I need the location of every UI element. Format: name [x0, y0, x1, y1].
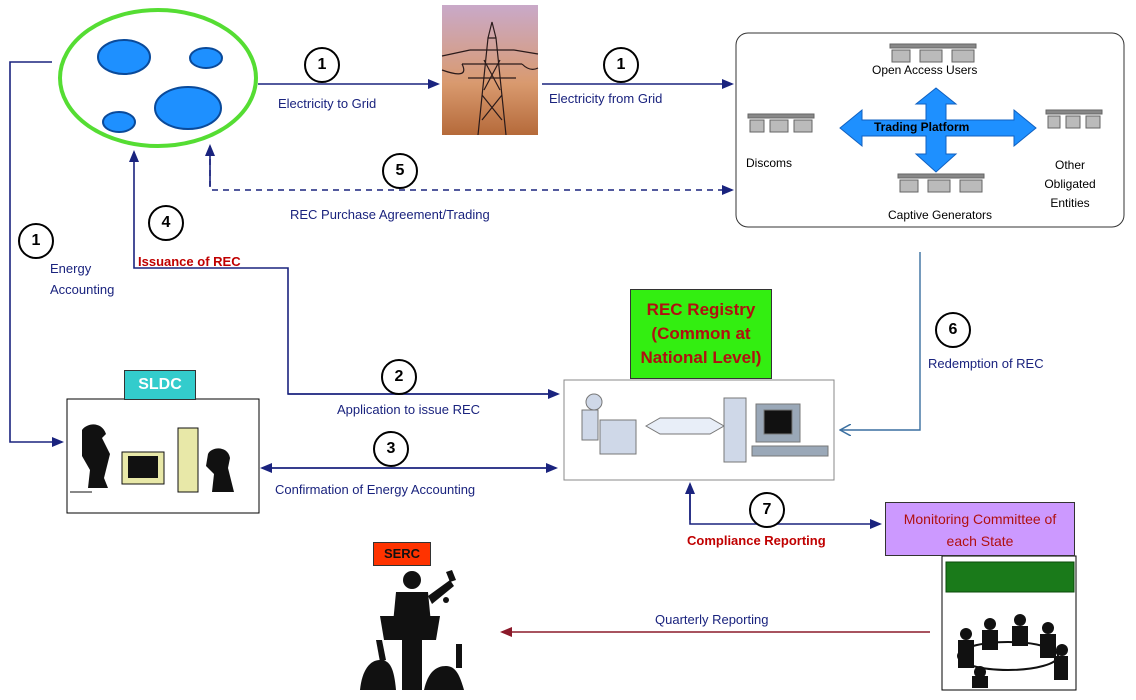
desk-icon-other-obligated	[1045, 109, 1103, 129]
step-circle: 1	[603, 47, 639, 83]
rec-registry-label: REC Registry (Common at National Level)	[630, 289, 772, 379]
label-quarterly: Quarterly Reporting	[655, 612, 769, 627]
desk-icon-captive	[897, 173, 985, 193]
step-circle: 4	[148, 205, 184, 241]
sldc-box	[66, 398, 260, 514]
arrow-redemption	[840, 252, 921, 430]
step-circle: 1	[18, 223, 54, 259]
step-circle: 1	[304, 47, 340, 83]
label-trading-platform: Trading Platform	[874, 120, 970, 134]
monitoring-committee-label: Monitoring Committee of each State	[885, 502, 1075, 556]
desk-icon-open-access	[889, 43, 977, 63]
step-circle: 5	[382, 153, 418, 189]
desk-icon-discoms	[747, 113, 815, 133]
step-circle: 2	[381, 359, 417, 395]
label-open-access-users: Open Access Users	[872, 63, 978, 77]
rec-registry-image	[563, 379, 835, 481]
arrow-energy-accounting	[9, 61, 64, 447]
serc-label: SERC	[373, 542, 431, 566]
label-captive-generators: Captive Generators	[888, 208, 993, 222]
serc-image	[360, 570, 464, 690]
label-rec-trading: REC Purchase Agreement/Trading	[290, 207, 490, 222]
step-circle: 3	[373, 431, 409, 467]
label-discoms: Discoms	[746, 156, 793, 170]
generators-blob	[58, 8, 258, 148]
label-electricity-to-grid: Electricity to Grid	[278, 96, 377, 111]
label-electricity-from-grid: Electricity from Grid	[549, 91, 663, 106]
transmission-tower-image	[441, 5, 539, 136]
label-other-obligated: Other Obligated Entities	[1044, 158, 1096, 210]
label-confirmation: Confirmation of Energy Accounting	[275, 482, 476, 497]
label-energy-accounting: Energy Accounting	[50, 261, 115, 297]
sldc-label: SLDC	[124, 370, 196, 400]
step-circle: 7	[749, 492, 785, 528]
label-application: Application to issue REC	[337, 402, 481, 417]
monitoring-committee-image	[941, 555, 1077, 691]
label-compliance: Compliance Reporting	[687, 533, 826, 548]
label-issuance: Issuance of REC	[138, 254, 241, 269]
step-circle: 6	[935, 312, 971, 348]
arrow-compliance	[685, 482, 882, 529]
label-redemption: Redemption of REC	[928, 356, 1044, 371]
arrow-issuance	[129, 150, 548, 395]
arrow-rec-trading	[205, 144, 734, 195]
trading-cross-arrow	[839, 87, 1037, 173]
